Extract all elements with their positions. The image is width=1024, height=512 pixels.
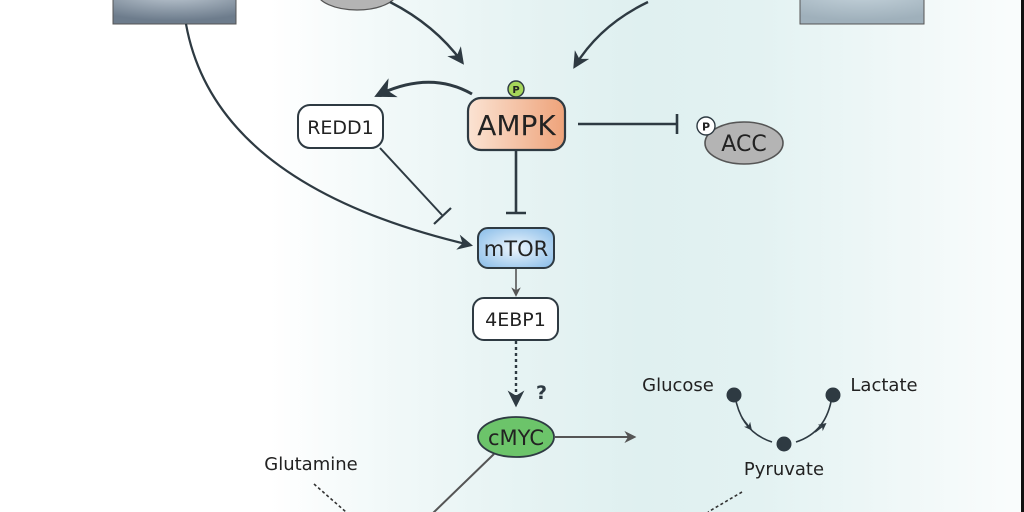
- node-4ebp1[interactable]: 4EBP1: [472, 297, 559, 341]
- line-cmyc-to-glutaminolysis: [432, 453, 495, 512]
- dashed-pyruvate: [707, 491, 743, 512]
- glutamine-label: Glutamine: [264, 454, 357, 475]
- cmyc-label: cMYC: [488, 426, 544, 450]
- pyruvate-node: [776, 436, 792, 452]
- arrow-pyruvate-to-lactate-head: [814, 423, 827, 433]
- lactate-node: [825, 387, 841, 403]
- inhibit-redd1-to-mtor: [379, 147, 443, 216]
- inhibit-bar-redd1: [433, 207, 452, 225]
- glucose-label: Glucose: [642, 375, 714, 396]
- acc-phospho-label: P: [702, 121, 710, 134]
- ampk-label: AMPK: [477, 109, 556, 142]
- ampk-phospho-badge: P: [507, 80, 525, 98]
- dashed-glutamine: [313, 483, 347, 512]
- uncertain-link-question-mark: ?: [536, 382, 547, 404]
- node-acc[interactable]: ACC: [704, 121, 784, 165]
- mtor-label: mTOR: [484, 237, 548, 261]
- arrow-ampk-to-redd1: [374, 78, 473, 98]
- acc-phospho-badge: P: [696, 116, 716, 136]
- node-redd1[interactable]: REDD1: [297, 104, 384, 149]
- lactate-label: Lactate: [850, 375, 917, 396]
- arrow-upstream-to-ampk-left: [389, 0, 464, 65]
- acc-label: ACC: [721, 132, 766, 157]
- ampk-phospho-label: P: [512, 85, 519, 96]
- node-mtor[interactable]: mTOR: [477, 227, 555, 269]
- pyruvate-label: Pyruvate: [744, 459, 824, 480]
- 4ebp1-label: 4EBP1: [485, 309, 546, 331]
- arrow-glucose-to-pyruvate: [734, 395, 773, 443]
- node-ampk[interactable]: AMPK: [466, 96, 567, 152]
- upstream-ellipse: [320, 0, 394, 11]
- glucose-node: [726, 387, 742, 403]
- upstream-box-right: [799, 0, 925, 25]
- node-cmyc[interactable]: cMYC: [477, 416, 555, 458]
- upstream-box-left: [112, 0, 237, 25]
- frame-border: [1021, 0, 1024, 512]
- redd1-label: REDD1: [307, 117, 374, 139]
- arrow-upstream-to-ampk-right: [573, 0, 649, 69]
- arrow-left-box-to-mtor: [184, 23, 473, 250]
- arrow-glucose-to-pyruvate-head: [741, 417, 752, 431]
- arrow-pyruvate-to-lactate: [795, 395, 833, 443]
